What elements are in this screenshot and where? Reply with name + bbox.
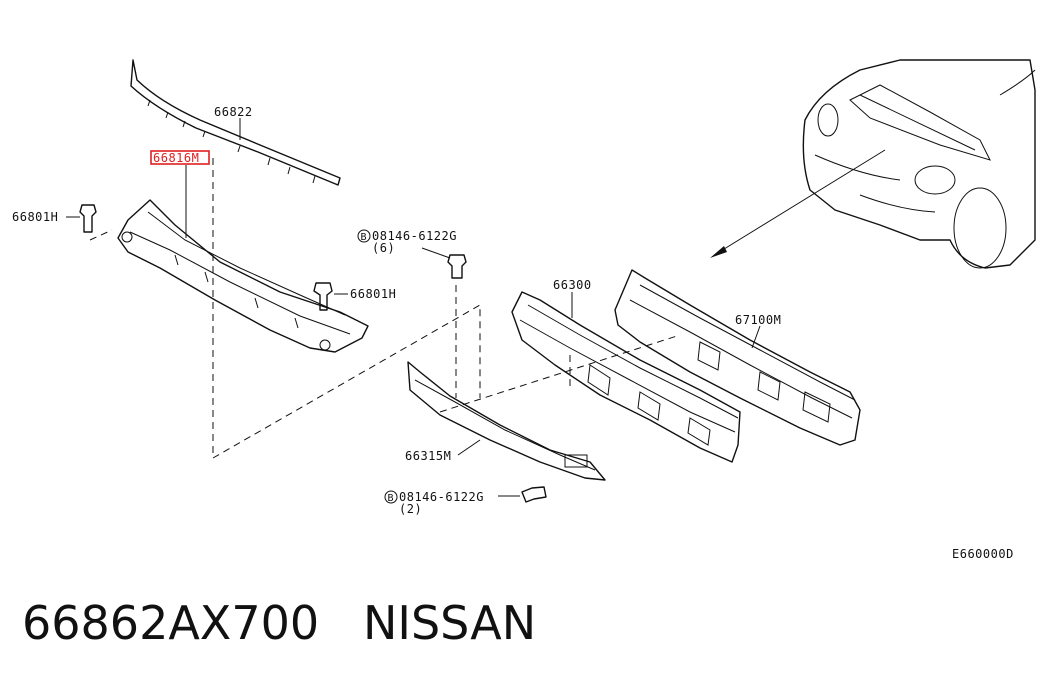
bolt-symbol-top-icon: B xyxy=(357,229,371,243)
bolt-symbol-bottom-icon: B xyxy=(384,490,398,504)
car-inset xyxy=(802,59,1036,269)
seal-strip-66822 xyxy=(130,59,341,186)
label-66315m: 66315M xyxy=(405,449,451,463)
label-66801h-right: 66801H xyxy=(350,287,396,301)
bolt-symbol-bottom: B xyxy=(388,493,394,504)
bracket-66315m xyxy=(407,361,606,481)
caption-gap xyxy=(319,596,363,650)
clip-66801h-right-icon xyxy=(313,282,333,311)
label-67100m: 67100M xyxy=(735,313,781,327)
label-bolt-top-qty: (6) xyxy=(372,241,395,255)
label-66300: 66300 xyxy=(553,278,592,292)
label-66801h-left: 66801H xyxy=(12,210,58,224)
guide-lines xyxy=(212,158,681,459)
dash-panel-66300 xyxy=(511,291,741,463)
pointer-arrow-icon xyxy=(710,149,886,258)
diagram-code: E660000D xyxy=(952,547,1014,561)
leader-lines xyxy=(66,216,761,456)
bolt-symbol-top: B xyxy=(361,232,367,243)
bolt-top-icon xyxy=(421,247,467,279)
label-66822: 66822 xyxy=(214,105,253,119)
caption: 66862AX700 NISSAN xyxy=(22,596,536,650)
label-bolt-bottom-qty: (2) xyxy=(399,502,422,516)
label-bolt-bottom-code: 08146-6122G xyxy=(399,490,484,504)
caption-part-number: 66862AX700 xyxy=(22,596,320,650)
clip-66801h-left-icon xyxy=(79,204,113,241)
label-bolt-top-code: 08146-6122G xyxy=(372,229,457,243)
cowl-top-66816m xyxy=(117,165,369,353)
highlight-box xyxy=(150,150,210,165)
label-66816m: 66816M xyxy=(153,151,199,165)
cowl-panel-67100m xyxy=(614,269,861,446)
bolt-bottom-icon xyxy=(498,486,547,503)
caption-brand: NISSAN xyxy=(363,596,537,650)
